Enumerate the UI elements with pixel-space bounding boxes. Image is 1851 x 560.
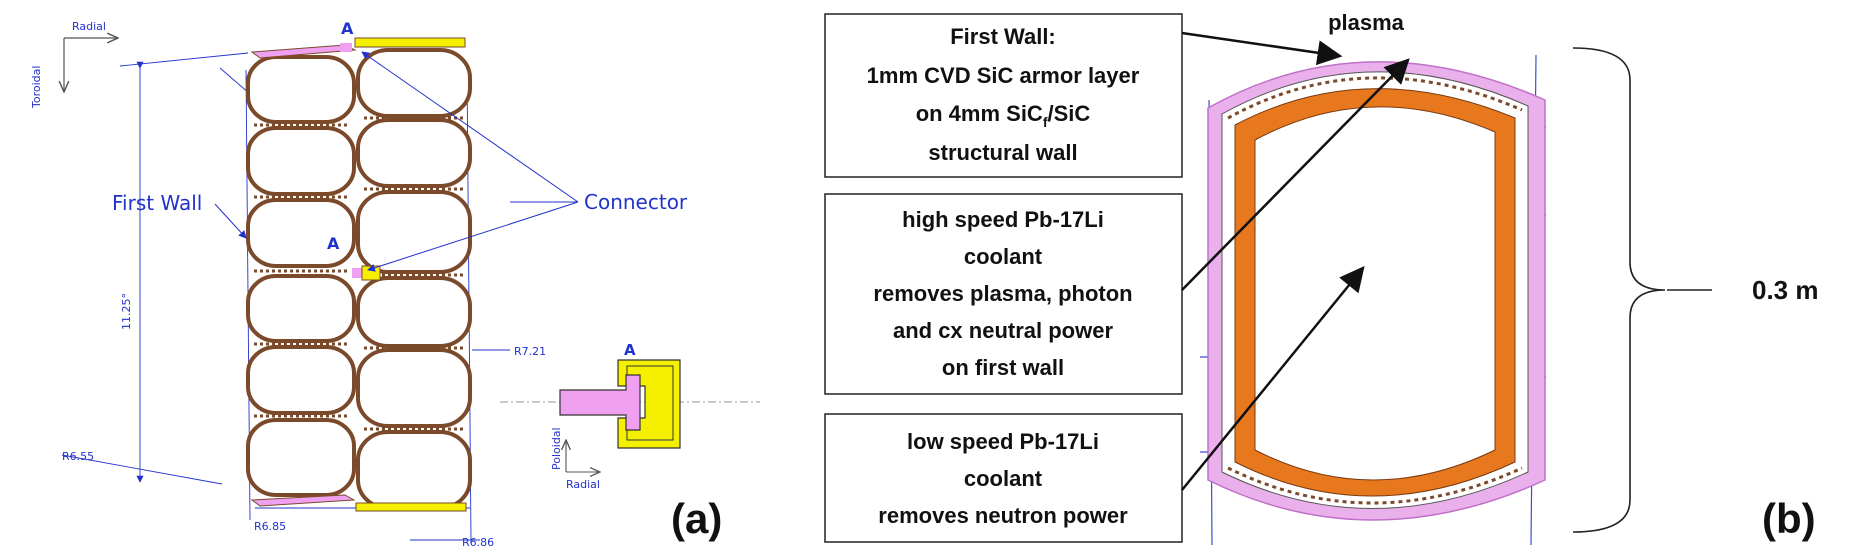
cells-left-column (246, 55, 356, 497)
label-connector: Connector (584, 190, 688, 214)
label-a-top: A (341, 19, 354, 38)
axis-indicator: Radial Toroidal (30, 20, 118, 109)
annotation-box-high-speed: high speed Pb-17Li coolant removes plasm… (824, 193, 1183, 395)
label-r721: R7.21 (514, 345, 546, 358)
box2-line3: removes plasma, photon (873, 281, 1132, 306)
box1-line3-suffix: /SiC (1048, 101, 1091, 126)
box1-line1: First Wall: (950, 24, 1056, 49)
bottom-rib (1227, 466, 1523, 505)
box3-line2: coolant (964, 466, 1043, 491)
annotation-box-first-wall: First Wall: 1mm CVD SiC armor layer on 4… (824, 13, 1183, 178)
box1-line3-subscript: f (1043, 114, 1048, 130)
plasma-label: plasma (1328, 10, 1405, 35)
channel-cross-section (1200, 54, 1546, 546)
box2-line5: on first wall (942, 355, 1064, 380)
box3-line1: low speed Pb-17Li (907, 429, 1099, 454)
cell-ribs (254, 116, 464, 431)
label-first-wall: First Wall (112, 191, 202, 215)
box2-line2: coolant (964, 244, 1043, 269)
axis-radial-label: Radial (72, 20, 106, 33)
box3-line3: removes neutron power (878, 503, 1128, 528)
axis-toroidal-label: Toroidal (30, 66, 43, 109)
callout-arrows (1181, 31, 1410, 491)
annotation-box-low-speed: low speed Pb-17Li coolant removes neutro… (824, 413, 1183, 543)
label-angle: 11.25° (120, 293, 133, 330)
detail-a-label: A (624, 341, 636, 359)
detail-poloidal-label: Poloidal (550, 427, 563, 470)
label-r686: R6.86 (462, 536, 494, 549)
dimension-label: 0.3 m (1752, 275, 1819, 305)
connectors (250, 37, 467, 512)
box1-line4: structural wall (928, 140, 1077, 165)
low-speed-cavity (1254, 106, 1496, 481)
label-r655: R6.55 (62, 450, 94, 463)
box1-line2: 1mm CVD SiC armor layer (867, 63, 1140, 88)
panel-b: First Wall: 1mm CVD SiC armor layer on 4… (824, 10, 1819, 546)
panel-a: Radial Toroidal (30, 19, 760, 549)
label-r685: R6.85 (254, 520, 286, 533)
panel-b-label: (b) (1762, 495, 1816, 542)
cells-right-column (356, 48, 472, 510)
panel-a-label: (a) (671, 495, 722, 542)
leader-lines (214, 51, 579, 272)
box1-line3-prefix: on 4mm SiC (916, 101, 1043, 126)
label-a-mid: A (327, 234, 340, 253)
box2-line1: high speed Pb-17Li (902, 207, 1104, 232)
box2-line4: and cx neutral power (893, 318, 1113, 343)
detail-a: A Poloidal Radial (500, 341, 760, 491)
dimension-brace (1572, 47, 1666, 533)
box1-line3: on 4mm SiCf/SiC (916, 101, 1091, 130)
detail-radial-label: Radial (566, 478, 600, 491)
